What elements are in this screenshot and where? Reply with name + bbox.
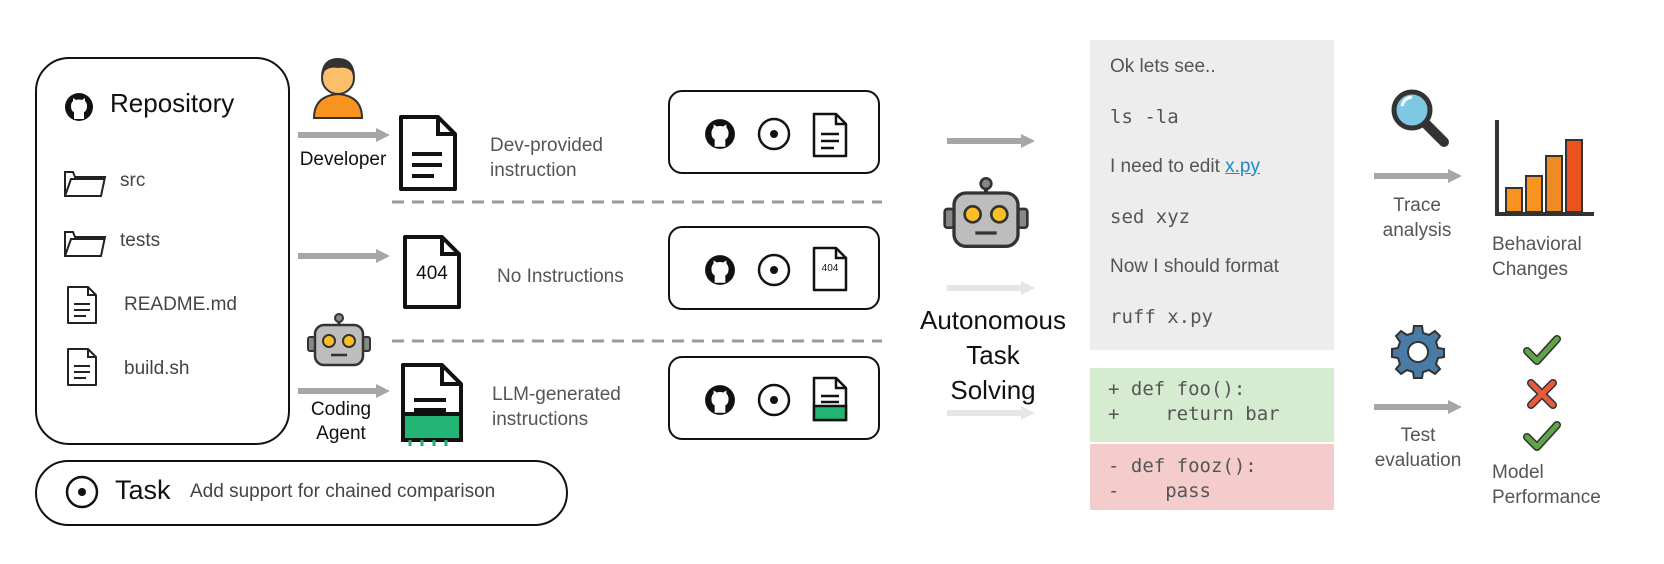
task-title: Task [115,475,171,505]
arrow-icon [298,384,390,398]
repository-title: Repository [110,88,235,118]
github-icon [705,255,735,285]
trace-panel [1090,40,1334,350]
input-combo-llm [668,356,880,440]
no-instructions-label: No Instructions [497,266,624,287]
input-combo-dev [668,90,880,174]
repo-item-readme[interactable]: README.md [124,294,237,315]
trace-command: ruff x.py [1110,306,1213,328]
coding-agent-line1: Coding [310,399,372,420]
cross-icon [1527,379,1557,409]
repository-panel [35,57,290,445]
trace-analysis-line1: Trace [1393,195,1441,216]
arrow-icon [947,134,1035,148]
diff-added-line: + return bar [1108,403,1280,425]
robot-icon [943,177,1029,248]
generated-document-icon [401,363,463,446]
trace-line: I need to edit x.py [1110,156,1260,178]
arrow-icon [947,281,1035,295]
target-icon [65,475,99,509]
github-icon [65,93,93,121]
missing-document-icon [812,246,848,292]
arrow-icon [298,128,390,142]
diff-removed-block [1090,444,1334,510]
arrow-icon [298,249,390,263]
document-icon [67,286,97,324]
dev-instruction-line2: instruction [490,160,577,181]
llm-instructions-line2: instructions [492,409,589,430]
instruction-document-icon [399,115,457,191]
missing-document-small-badge: 404 [821,263,839,274]
github-icon [705,385,735,415]
behavioral-changes-label: Behavioral Changes [1492,232,1582,282]
check-icon [1523,335,1561,365]
developer-label: Developer [299,149,387,170]
input-combo-none [668,226,880,310]
arrow-icon [1374,169,1462,183]
task-description: Add support for chained comparison [190,481,496,502]
agent-label-line1: Autonomous [920,305,1066,335]
generated-document-icon [812,376,848,422]
target-icon [757,117,791,151]
behavioral-changes-line1: Behavioral [1492,234,1582,255]
dev-instruction-line1: Dev-provided [490,135,603,156]
trace-file-link[interactable]: x.py [1225,156,1261,177]
coding-agent-line2: Agent [316,423,366,444]
document-icon [67,348,97,386]
folder-icon [64,231,107,257]
diff-removed-line: - pass [1108,480,1211,502]
folder-icon [64,171,107,197]
trace-line-text: I need to edit [1110,156,1226,177]
target-icon [757,383,791,417]
gear-icon [1391,325,1445,379]
trace-command: ls -la [1110,106,1179,128]
test-evaluation-label: Test evaluation [1368,423,1468,473]
developer-avatar-icon [312,58,364,119]
trace-analysis-line2: analysis [1382,220,1452,241]
behavioral-changes-line2: Changes [1492,259,1569,280]
trace-command: sed xyz [1110,206,1191,228]
diff-removed-line: - def fooz(): [1108,455,1257,477]
missing-document-icon [403,235,461,309]
github-icon [705,119,735,149]
trace-line: Ok lets see.. [1110,56,1216,77]
bar-chart-icon [1495,120,1594,216]
model-performance-line2: Performance [1492,487,1601,508]
diff-added-line: + def foo(): [1108,378,1246,400]
test-evaluation-line1: Test [1400,425,1436,446]
repo-item-src[interactable]: src [120,170,146,191]
missing-document-badge: 404 [416,263,448,284]
task-panel [35,460,568,526]
separator-dashed [392,200,882,204]
agent-label-line3: Solving [950,375,1036,405]
trace-analysis-label: Trace analysis [1370,193,1464,243]
robot-icon [307,313,371,367]
check-icon [1523,421,1561,451]
arrow-icon [947,406,1035,420]
llm-instructions-label: LLM-generated instructions [492,382,621,432]
autonomous-task-solving-label: Autonomous Task Solving [908,303,1078,408]
target-icon [757,253,791,287]
repo-item-build[interactable]: build.sh [124,358,190,379]
repo-item-tests[interactable]: tests [120,230,161,251]
model-performance-label: Model Performance [1492,460,1601,510]
arrow-icon [1374,400,1462,414]
dev-instruction-label: Dev-provided instruction [490,133,603,183]
instruction-document-icon [812,112,848,158]
trace-line: Now I should format [1110,256,1279,277]
test-evaluation-line2: evaluation [1374,450,1462,471]
diff-added-block [1090,368,1334,442]
coding-agent-label: Coding Agent [293,398,389,446]
llm-instructions-line1: LLM-generated [492,384,621,405]
separator-dashed [392,339,882,343]
magnifier-icon [1391,89,1449,147]
model-performance-line1: Model [1492,462,1544,483]
agent-label-line2: Task [966,340,1020,370]
